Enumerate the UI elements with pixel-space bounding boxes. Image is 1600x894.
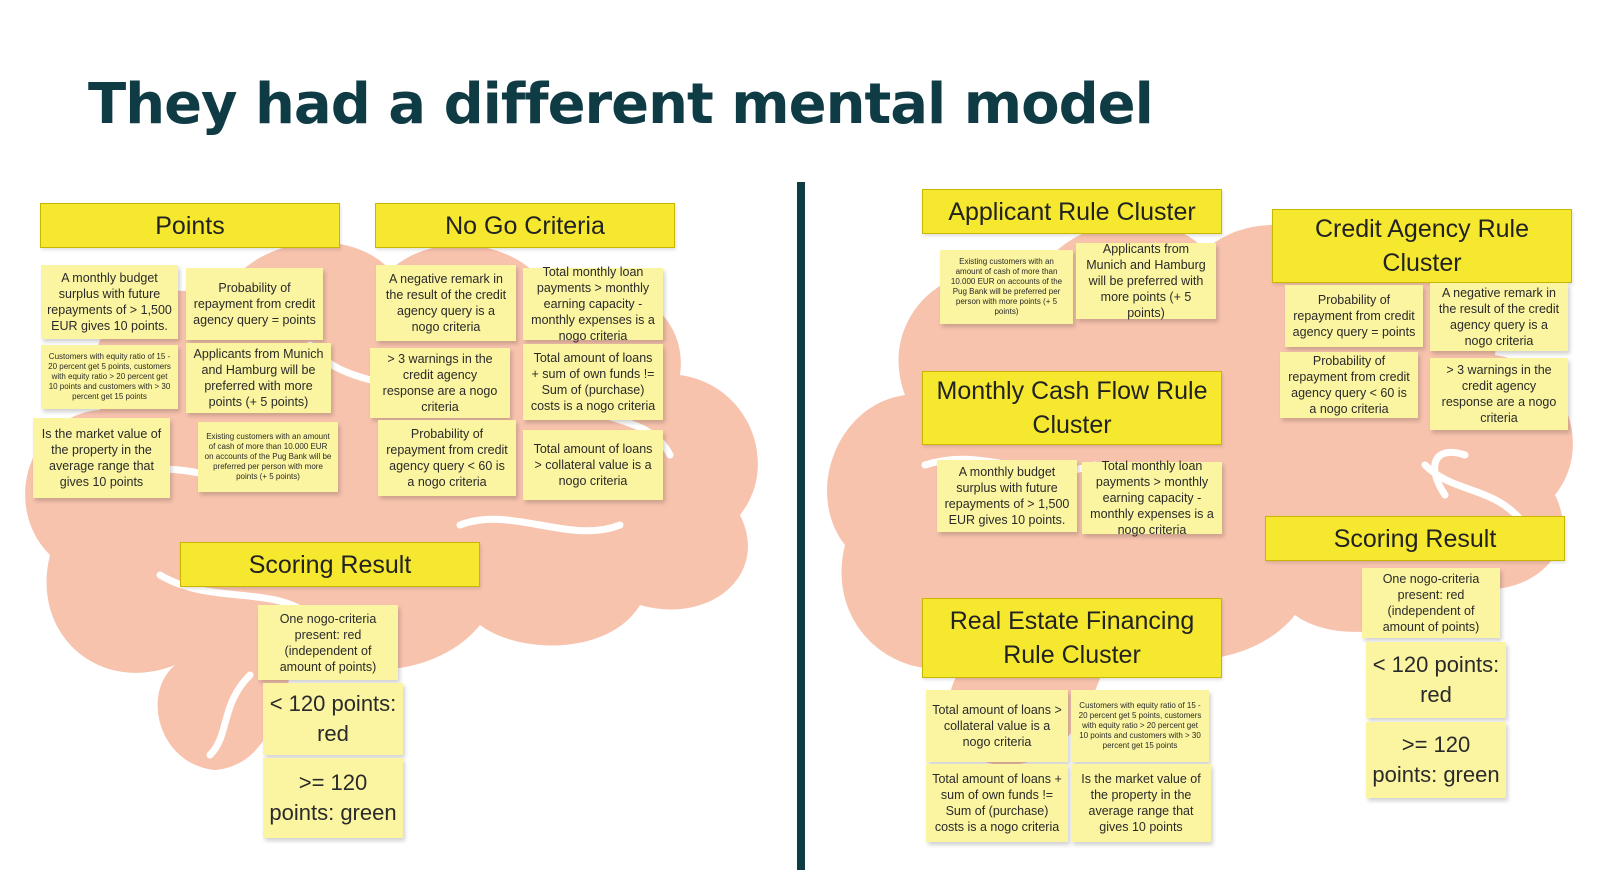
sticky-note: Total monthly loan payments > monthly ea… — [1082, 459, 1222, 537]
monthly-cash-flow-rule-cluster-header: Monthly Cash Flow Rule Cluster — [922, 371, 1222, 445]
sticky-note: Probability of repayment from credit age… — [186, 268, 323, 340]
sticky-note: Total amount of loans > collateral value… — [523, 430, 663, 500]
points-header: Points — [40, 203, 340, 248]
scoring-result-header: Scoring Result — [1265, 516, 1565, 561]
real-estate-financing-rule-cluster-header: Real Estate Financing Rule Cluster — [922, 598, 1222, 678]
center-divider — [797, 182, 805, 870]
sticky-note: >= 120 points: green — [263, 758, 403, 838]
sticky-note: Applicants from Munich and Hamburg will … — [1076, 242, 1216, 320]
sticky-note: Total amount of loans + sum of own funds… — [926, 764, 1068, 842]
sticky-note: Is the market value of the property in t… — [1071, 764, 1211, 842]
sticky-note: A monthly budget surplus with future rep… — [937, 460, 1077, 532]
sticky-note: < 120 points: red — [263, 683, 403, 755]
sticky-note: Probability of repayment from credit age… — [378, 420, 516, 496]
sticky-note: Existing customers with an amount of cas… — [198, 422, 338, 492]
sticky-note: Applicants from Munich and Hamburg will … — [186, 343, 331, 413]
sticky-note: > 3 warnings in the credit agency respon… — [370, 348, 510, 418]
sticky-note: Total monthly loan payments > monthly ea… — [523, 265, 663, 343]
sticky-note: Probability of repayment from credit age… — [1285, 285, 1423, 347]
sticky-note: Total amount of loans + sum of own funds… — [523, 344, 663, 420]
nogo-criteria-header: No Go Criteria — [375, 203, 675, 248]
scoring-result-header: Scoring Result — [180, 542, 480, 587]
sticky-note: One nogo-criteria present: red (independ… — [1362, 568, 1500, 638]
sticky-note: < 120 points: red — [1366, 642, 1506, 718]
credit-agency-rule-cluster-header: Credit Agency Rule Cluster — [1272, 209, 1572, 283]
sticky-note: Existing customers with an amount of cas… — [940, 250, 1073, 324]
sticky-note: > 3 warnings in the credit agency respon… — [1430, 358, 1568, 430]
sticky-note: Customers with equity ratio of 15 - 20 p… — [41, 345, 178, 409]
sticky-note: A monthly budget surplus with future rep… — [41, 265, 178, 339]
sticky-note: Probability of repayment from credit age… — [1280, 352, 1418, 418]
slide-title: They had a different mental model — [88, 72, 1154, 137]
sticky-note: Is the market value of the property in t… — [33, 418, 170, 498]
sticky-note: A negative remark in the result of the c… — [1430, 283, 1568, 351]
sticky-note: >= 120 points: green — [1366, 722, 1506, 798]
sticky-note: A negative remark in the result of the c… — [376, 265, 516, 341]
applicant-rule-cluster-header: Applicant Rule Cluster — [922, 189, 1222, 234]
sticky-note: Customers with equity ratio of 15 - 20 p… — [1071, 690, 1209, 762]
sticky-note: One nogo-criteria present: red (independ… — [258, 605, 398, 680]
sticky-note: Total amount of loans > collateral value… — [926, 690, 1068, 762]
